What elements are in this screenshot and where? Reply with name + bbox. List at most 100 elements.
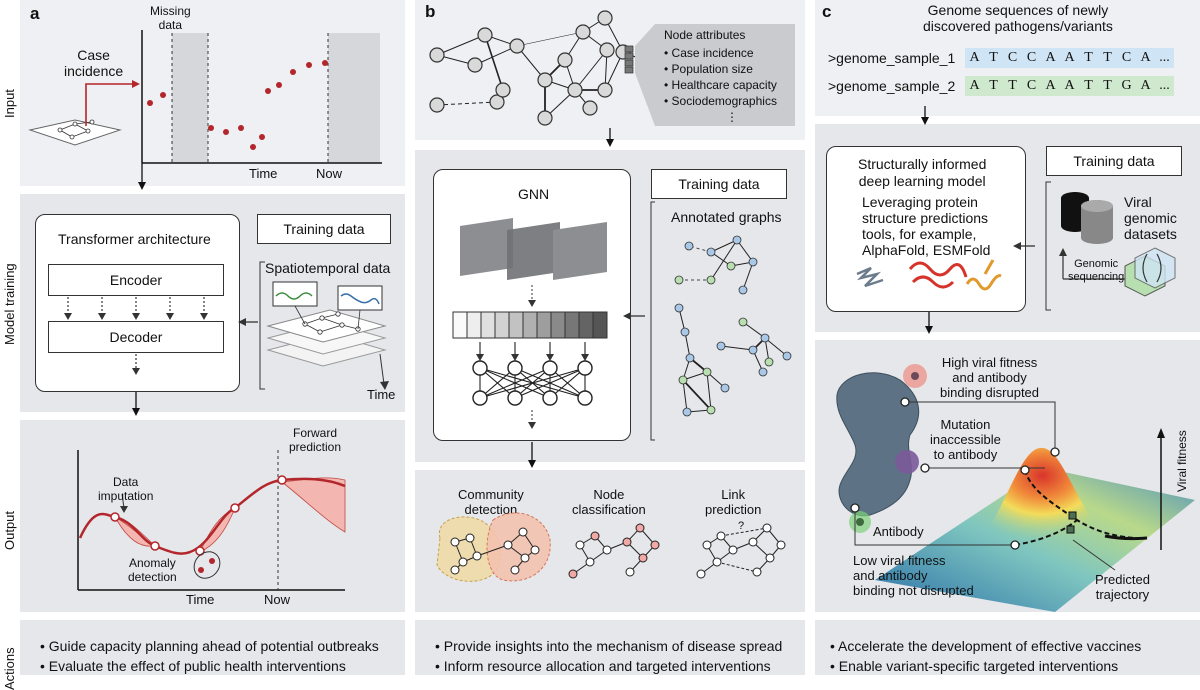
action-c-1: • Accelerate the development of effectiv… — [830, 638, 1142, 654]
low-fitness-line-1: Low viral fitness — [853, 553, 946, 568]
link-prediction-label: Link prediction — [705, 487, 761, 517]
decoder-block: Decoder — [48, 321, 224, 353]
forward-prediction-line-2: prediction — [289, 440, 342, 454]
node-attr-4: • Sociodemographics — [664, 94, 777, 108]
high-fitness-label: High viral fitness and antibody binding … — [940, 355, 1039, 400]
link-question-mark: ? — [738, 520, 745, 532]
anomaly-detection-label: Anomaly detection — [128, 556, 177, 584]
decoder-label: Decoder — [109, 329, 163, 345]
case-incidence-line-1: Case — [77, 47, 110, 63]
seq2-base: G — [1121, 78, 1132, 93]
model-desc: Leveraging protein structure predictions… — [862, 194, 990, 258]
training-data-a-label-box: Training data — [257, 214, 391, 244]
row-label-input: Input — [2, 89, 17, 118]
model-desc-line-4: AlphaFold, ESMFold — [862, 242, 991, 258]
low-fitness-line-3: binding not disrupted — [853, 583, 974, 598]
predicted-trajectory-label: Predicted trajectory — [1095, 572, 1150, 602]
training-data-a-label: Training data — [283, 221, 365, 237]
seq1-base: C — [1121, 50, 1132, 65]
model-desc-line-2: structure predictions — [862, 210, 989, 226]
seq2-base: T — [1084, 78, 1093, 93]
seq1-base: A — [1064, 50, 1075, 65]
node-attr-3: • Healthcare capacity — [664, 78, 777, 92]
anomaly-detection-line-2: detection — [128, 570, 177, 584]
viral-datasets-line-3: datasets — [1124, 226, 1177, 242]
action-a-1-text: Guide capacity planning ahead of potenti… — [48, 638, 379, 654]
low-fitness-label: Low viral fitness and antibody binding n… — [853, 553, 974, 598]
input-timeseries-plot — [28, 30, 382, 190]
node-attr-2: • Population size — [664, 62, 753, 76]
seq2-base: A — [1045, 78, 1056, 93]
node-classification-line-2: classification — [572, 502, 646, 517]
output-time-label: Time — [186, 592, 215, 607]
seq1-base: A — [969, 50, 980, 65]
stack-time-label: Time — [367, 387, 396, 402]
action-c-2-text: Enable variant-specific targeted interve… — [838, 658, 1119, 674]
predicted-trajectory-line-1: Predicted — [1095, 572, 1150, 587]
seq2-base: C — [1026, 78, 1037, 93]
data-imputation-label: Data imputation — [98, 475, 153, 503]
viral-datasets-label: Viral genomic datasets — [1124, 194, 1177, 242]
gnn-title: GNN — [518, 186, 550, 202]
action-a-1: • Guide capacity planning ahead of poten… — [40, 638, 379, 654]
community-detection-label: Community detection — [458, 487, 524, 517]
model-title-line-1: Structurally informed — [858, 156, 987, 172]
node-attr-3-text: Healthcare capacity — [671, 78, 777, 92]
seq2-base: A — [969, 78, 980, 93]
antibody-protein-blob — [836, 372, 920, 517]
community-detection-line-2: detection — [464, 502, 518, 517]
training-data-b-label-box: Training data — [651, 169, 787, 199]
panel-letter-c: c — [822, 2, 832, 21]
protein-structure-red-icon — [908, 261, 968, 289]
action-b-2-text: Inform resource allocation and targeted … — [443, 658, 771, 674]
action-c-2: • Enable variant-specific targeted inter… — [830, 658, 1119, 674]
node-attr-1: • Case incidence — [664, 46, 754, 60]
training-data-c-label: Training data — [1073, 153, 1155, 169]
data-imputation-line-2: imputation — [98, 489, 154, 503]
database-icon — [1061, 192, 1113, 244]
seq2-base: T — [989, 78, 998, 93]
panel-b-actions — [415, 620, 805, 675]
genome-title-line-2: discovered pathogens/variants — [923, 18, 1113, 34]
node-attr-2-text: Population size — [671, 62, 753, 76]
missing-data-label: Missing data — [150, 4, 191, 32]
high-fitness-line-2: and antibody — [952, 370, 1027, 385]
action-b-2: • Inform resource allocation and targete… — [435, 658, 771, 674]
seq2-base: T — [1103, 78, 1112, 93]
training-data-b-label: Training data — [678, 176, 760, 192]
seq1-base: C — [1026, 50, 1037, 65]
seq1-base: T — [1103, 50, 1112, 65]
b-input-arrow — [606, 128, 614, 147]
encoder-label: Encoder — [109, 272, 163, 288]
sample2-label: >genome_sample_2 — [828, 78, 956, 94]
genomic-sequencing-line-2: sequencing — [1068, 271, 1125, 283]
seq2-base: T — [1008, 78, 1017, 93]
low-fitness-line-2: and antibody — [853, 568, 928, 583]
seq2-base: ... — [1159, 78, 1170, 93]
encoder-block: Encoder — [48, 264, 224, 296]
action-b-1: • Provide insights into the mechanism of… — [435, 638, 783, 654]
genome-title-line-1: Genome sequences of newly — [927, 2, 1109, 18]
protein-structure-grey-icon — [856, 266, 884, 288]
genomic-sequencing-line-1: Genomic — [1074, 258, 1119, 270]
model-desc-line-1: Leveraging protein — [862, 194, 978, 210]
model-title: Structurally informed deep learning mode… — [858, 156, 986, 190]
missing-data-line-2: data — [158, 18, 183, 32]
transformer-title: Transformer architecture — [58, 231, 211, 247]
panel-a-actions — [20, 620, 405, 675]
annotated-graphs-label: Annotated graphs — [671, 209, 782, 225]
panel-letter-a: a — [30, 4, 40, 23]
case-incidence-label: Case incidence — [64, 47, 123, 79]
row-label-actions: Actions — [2, 647, 17, 690]
panel-letter-b: b — [425, 2, 436, 21]
forward-prediction-line-1: Forward — [293, 426, 338, 440]
action-b-1-text: Provide insights into the mechanism of d… — [443, 638, 783, 654]
transformer-architecture-box — [35, 214, 240, 392]
node-attributes-title: Node attributes — [664, 28, 746, 42]
output-forecast-plot — [77, 450, 346, 591]
row-label-model-training: Model training — [2, 263, 17, 345]
missing-data-line-1: Missing — [150, 4, 191, 18]
node-classification-line-1: Node — [593, 487, 625, 502]
seq1-base: C — [1007, 50, 1018, 65]
